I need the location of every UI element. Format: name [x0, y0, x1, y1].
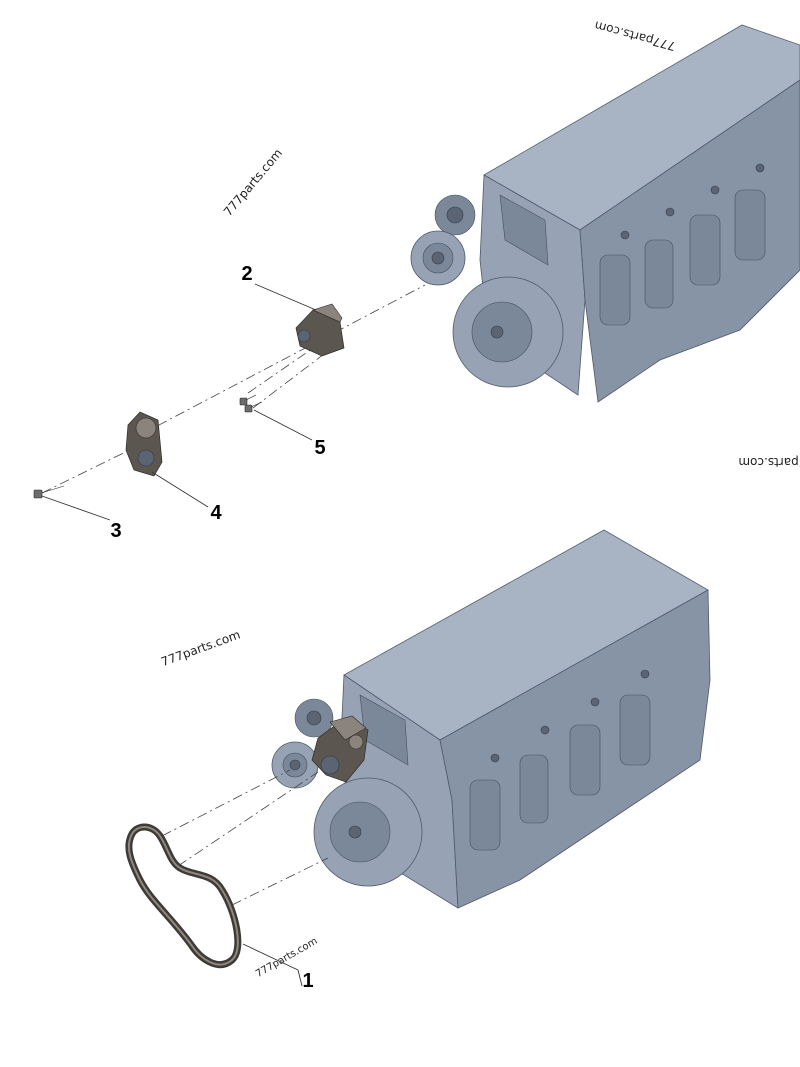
callout-1: 1 [302, 970, 313, 992]
watermark-top: 777parts.com [593, 18, 677, 53]
bolts-part-5 [239, 394, 263, 413]
belt-tensioner-part-4 [125, 411, 163, 477]
callout-2: 2 [241, 263, 252, 285]
engine-block-lower [271, 529, 711, 909]
watermark-right: 777parts.com [738, 455, 800, 469]
engine-block-upper [410, 24, 800, 403]
leader-lines-lower [242, 943, 303, 987]
leader-lines-upper [41, 283, 317, 521]
installed-tensioner [311, 715, 369, 783]
explode-lines-lower [161, 769, 329, 906]
serpentine-belt-part-1 [125, 823, 242, 969]
tensioner-bracket-part-2 [295, 303, 345, 357]
callout-5: 5 [314, 437, 325, 459]
explode-lines-upper [41, 284, 426, 494]
callout-4: 4 [210, 502, 222, 524]
callout-3: 3 [110, 520, 121, 542]
watermark-middle-left: 777parts.com [159, 627, 242, 669]
watermark-upper-left: 777parts.com [221, 146, 285, 219]
bolt-part-3 [33, 485, 65, 499]
